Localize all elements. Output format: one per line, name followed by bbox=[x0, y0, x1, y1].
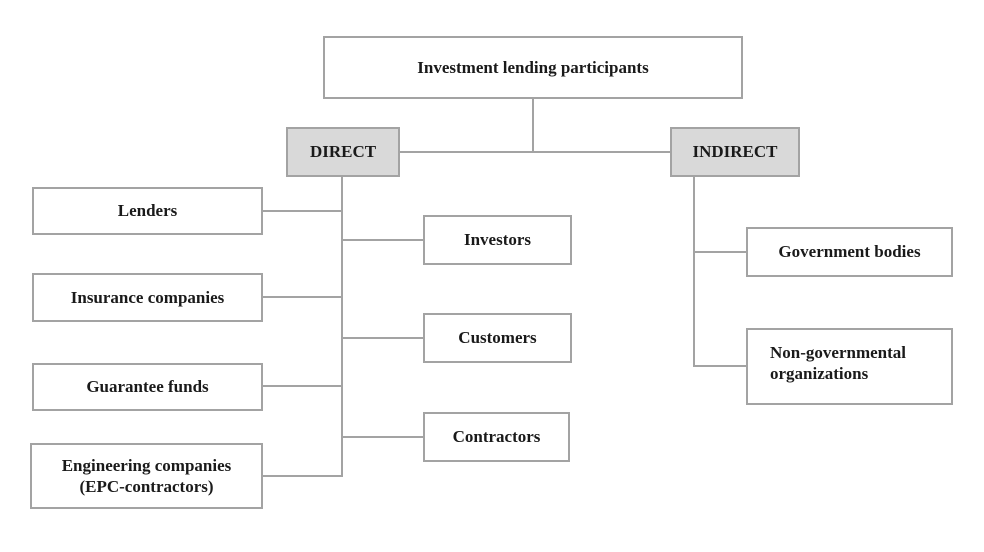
investors-label: Investors bbox=[463, 230, 532, 250]
connector-contractors bbox=[341, 436, 423, 438]
connector-direct-spine bbox=[341, 177, 343, 477]
government-bodies-box: Government bodies bbox=[746, 227, 953, 277]
title-label: Investment lending participants bbox=[417, 57, 649, 77]
indirect-branch-box: INDIRECT bbox=[670, 127, 800, 177]
connector-customers bbox=[341, 337, 423, 339]
connector-indirect-spine bbox=[693, 177, 695, 367]
direct-branch-label: DIRECT bbox=[309, 142, 377, 162]
connector-direct-indirect bbox=[400, 151, 670, 153]
contractors-label: Contractors bbox=[452, 427, 541, 447]
connector-guarantee bbox=[263, 385, 343, 387]
connector-title-to-branches bbox=[532, 99, 534, 153]
direct-branch-box: DIRECT bbox=[286, 127, 400, 177]
connector-ngo bbox=[693, 365, 746, 367]
customers-label: Customers bbox=[458, 328, 537, 348]
ngo-label-line1: Non-governmental bbox=[770, 343, 906, 362]
indirect-branch-label: INDIRECT bbox=[692, 142, 778, 162]
insurance-companies-box: Insurance companies bbox=[32, 273, 263, 322]
lenders-box: Lenders bbox=[32, 187, 263, 235]
guarantee-funds-label: Guarantee funds bbox=[86, 377, 209, 397]
non-governmental-organizations-box: Non-governmental organizations bbox=[746, 328, 953, 405]
insurance-companies-label: Insurance companies bbox=[70, 287, 225, 307]
investors-box: Investors bbox=[423, 215, 572, 265]
engineering-companies-label-line1: Engineering companies bbox=[61, 455, 232, 475]
connector-lenders bbox=[263, 210, 343, 212]
guarantee-funds-box: Guarantee funds bbox=[32, 363, 263, 411]
government-bodies-label: Government bodies bbox=[778, 242, 921, 262]
connector-government bbox=[693, 251, 746, 253]
contractors-box: Contractors bbox=[423, 412, 570, 462]
connector-insurance bbox=[263, 296, 343, 298]
lenders-label: Lenders bbox=[117, 201, 178, 221]
connector-investors bbox=[341, 239, 423, 241]
engineering-companies-box: Engineering companies (EPC-contractors) bbox=[30, 443, 263, 509]
customers-box: Customers bbox=[423, 313, 572, 363]
engineering-companies-label-line2: (EPC-contractors) bbox=[79, 477, 214, 496]
connector-engineering bbox=[263, 475, 343, 477]
ngo-label-line2: organizations bbox=[770, 364, 869, 384]
title-box: Investment lending participants bbox=[323, 36, 743, 99]
